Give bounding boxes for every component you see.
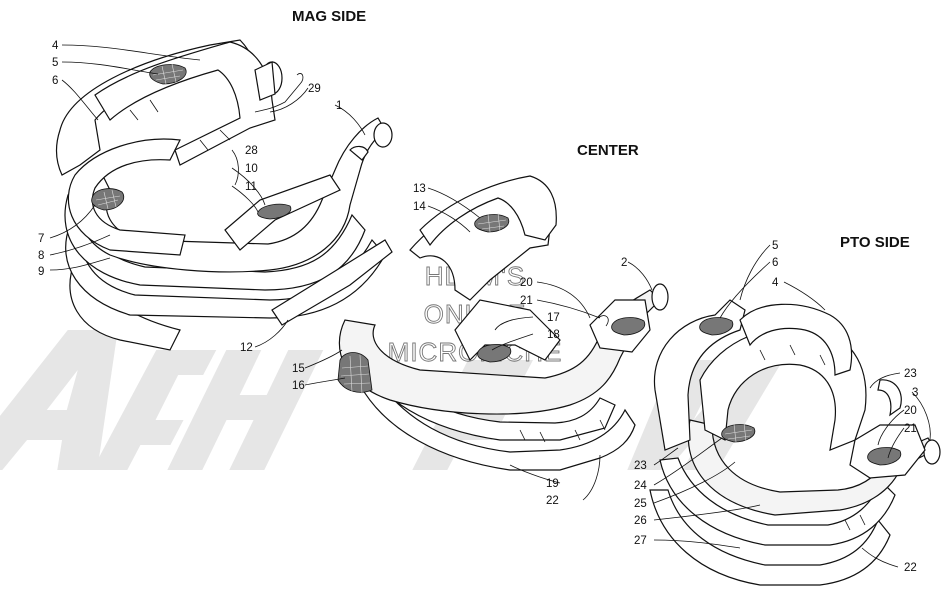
callout-pto-22: 22: [904, 562, 917, 574]
callout-pto-26: 26: [634, 515, 647, 527]
mag-pipe-flange: [373, 122, 393, 148]
callout-mag-10: 10: [245, 163, 258, 175]
callout-pto-20: 20: [904, 405, 917, 417]
pto-side-assembly: [649, 299, 941, 586]
pto-middle-shield: [659, 457, 896, 546]
callout-mag-28: 28: [245, 145, 258, 157]
callout-pto-27: 27: [634, 535, 647, 547]
pto-lower-shield: [649, 489, 891, 586]
title-pto-side: PTO SIDE: [840, 234, 910, 251]
callout-center-20: 20: [520, 277, 533, 289]
callout-mag-6: 6: [52, 75, 58, 87]
mag-lower-deflector: [271, 239, 393, 326]
callout-pto-5: 5: [772, 240, 778, 252]
mag-top-mesh-pad: [149, 64, 187, 85]
callout-center-16: 16: [292, 380, 305, 392]
mag-spring-29: [254, 73, 304, 113]
title-mag-side: MAG SIDE: [292, 8, 366, 25]
callout-center-14: 14: [413, 201, 426, 213]
center-right-mesh-pad: [611, 317, 646, 336]
callout-center-19: 19: [546, 478, 559, 490]
pto-front-mesh-pad: [721, 424, 756, 443]
title-center: CENTER: [577, 142, 639, 159]
center-slots: [519, 419, 606, 443]
pto-side-clamp: [877, 379, 902, 417]
pto-slots: [759, 344, 866, 531]
callout-mag-4: 4: [52, 40, 59, 52]
center-pipe-flange: [651, 283, 669, 311]
callout-pto-3: 3: [912, 387, 918, 399]
callouts-mag: 4 5 6 29 1 28 10 11 7 8 9 12: [38, 40, 342, 354]
callout-pto-4: 4: [772, 277, 779, 289]
mag-spring-hook: [349, 145, 369, 161]
callout-pto-21: 21: [904, 423, 917, 435]
mag-slots: [129, 99, 231, 151]
callout-center-13: 13: [413, 183, 426, 195]
callout-mag-9: 9: [38, 266, 44, 278]
callouts-center: 13 14 2 20 21 17 18 15 16 19 22: [292, 183, 627, 507]
center-top-mesh-pad: [474, 214, 510, 233]
center-inner-mesh-pad: [477, 344, 512, 363]
callout-center-22: 22: [546, 495, 559, 507]
callout-pto-6: 6: [772, 257, 778, 269]
center-mesh-16: [337, 352, 373, 393]
callout-mag-12: 12: [240, 342, 253, 354]
callout-mag-1: 1: [336, 100, 342, 112]
mag-inner-mesh-pad: [257, 203, 292, 220]
center-lower-shield: [359, 379, 636, 471]
callout-center-2: 2: [621, 257, 627, 269]
callout-mag-5: 5: [52, 57, 58, 69]
leader-lines: [49, 44, 931, 568]
callout-pto-24: 24: [634, 480, 647, 492]
center-spring-21: [597, 315, 609, 327]
mag-exhaust-pipe: [78, 117, 386, 273]
callout-mag-29: 29: [308, 83, 321, 95]
callout-mag-8: 8: [38, 250, 44, 262]
pto-top-mesh-pad: [699, 317, 734, 336]
mag-front-shield: [67, 138, 186, 256]
mag-side-assembly: [55, 39, 393, 351]
center-exhaust-pipe: [338, 289, 661, 415]
center-inner-shield: [454, 299, 561, 362]
callout-mag-11: 11: [245, 181, 257, 193]
pto-right-mesh-pad: [867, 447, 902, 466]
callouts-pto: 5 6 4 23 3 20 21 23 24 25 26 27 22: [634, 240, 918, 574]
callout-pto-23: 23: [904, 368, 917, 380]
mag-outlet-tube: [254, 61, 276, 101]
callout-center-18: 18: [547, 329, 560, 341]
pto-pipe-flange: [923, 439, 941, 465]
callout-center-21: 21: [520, 295, 533, 307]
callout-pto-25: 25: [634, 498, 647, 510]
callout-center-17: 17: [547, 312, 560, 324]
callout-mag-7: 7: [38, 233, 44, 245]
callout-pto-23b: 23: [634, 460, 647, 472]
pto-top-cover: [739, 303, 853, 376]
callout-center-15: 15: [292, 363, 305, 375]
mag-top-cover: [94, 41, 276, 166]
center-assembly: [337, 175, 669, 471]
center-top-cover: [419, 175, 557, 247]
